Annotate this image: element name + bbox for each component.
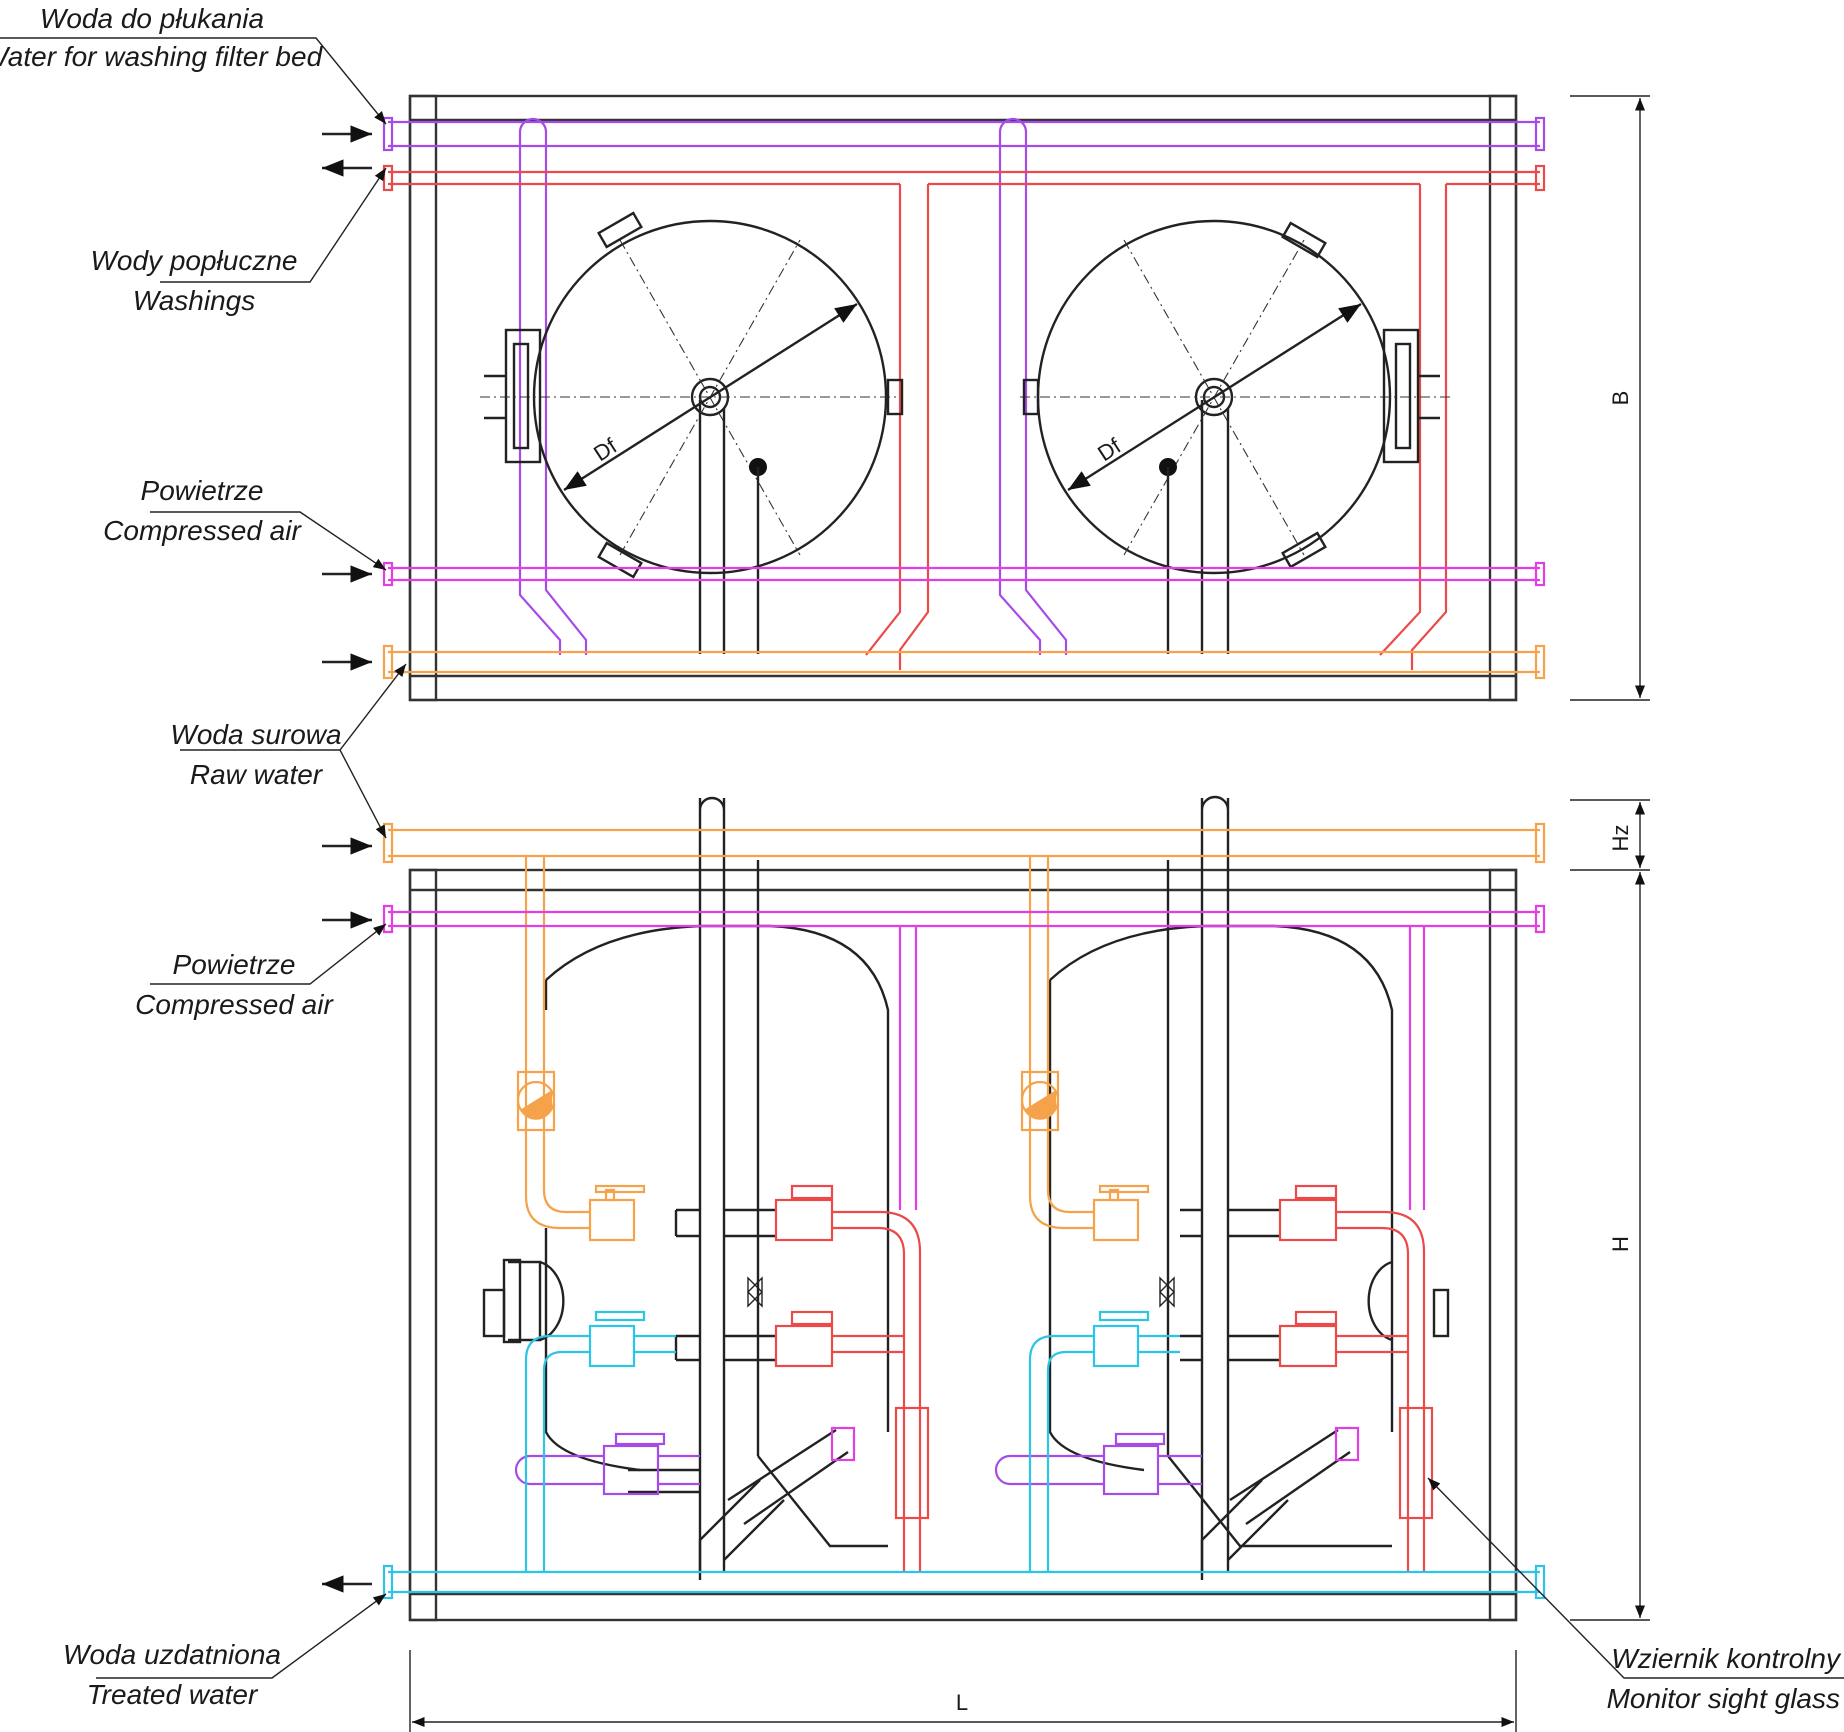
compressed-air-pipes-plan	[382, 561, 1546, 587]
label-air-top-en: Compressed air	[103, 515, 302, 546]
elevation-view: Hz H L	[382, 795, 1650, 1732]
label-washings-en: Washings	[133, 285, 255, 316]
dimension-l: L	[409, 1650, 1517, 1732]
washings-pipes-elevation	[774, 1184, 1434, 1572]
flow-arrows	[322, 125, 372, 1593]
label-air-top-pl: Powietrze	[141, 475, 264, 506]
filter-tank-right-plan	[1020, 219, 1450, 654]
dimension-b: B	[1570, 95, 1650, 701]
df-right-label: Df	[1093, 433, 1126, 466]
label-washings-pl: Wody popłuczne	[90, 245, 297, 276]
wash-water-pipes-elevation	[514, 1432, 1202, 1496]
dimension-h: H	[1570, 872, 1650, 1621]
df-left-label: Df	[589, 433, 622, 466]
label-wash-water-pl: Woda do płukania	[40, 3, 264, 34]
label-treated-pl: Woda uzdatniona	[63, 1639, 281, 1670]
label-treated-en: Treated water	[87, 1679, 259, 1710]
label-air-bottom-pl: Powietrze	[173, 949, 296, 980]
dimension-h-label: H	[1608, 1236, 1633, 1252]
plan-view: B	[382, 94, 1650, 702]
label-air-bottom-en: Compressed air	[135, 989, 334, 1020]
raw-water-pipes-plan	[382, 644, 1546, 680]
dimension-hz: Hz	[1570, 799, 1650, 871]
raw-water-pipes-elevation	[382, 822, 1546, 1242]
filter-tank-left-plan	[480, 211, 904, 654]
label-sight-en: Monitor sight glass	[1607, 1683, 1840, 1714]
compressed-air-pipes-elevation	[382, 904, 1546, 1462]
label-sight-pl: Wziernik kontrolny	[1611, 1643, 1842, 1674]
flow-labels: Woda do płukania Water for washing filte…	[0, 3, 1842, 1714]
label-raw-water-pl: Woda surowa	[170, 719, 341, 750]
filter-tank-right-elevation	[1048, 795, 1450, 1580]
label-wash-water-en: Water for washing filter bed	[0, 41, 324, 72]
leader-lines	[0, 37, 1844, 1679]
label-raw-water-en: Raw water	[190, 759, 324, 790]
dimension-l-label: L	[956, 1690, 968, 1715]
washings-pipes-plan	[382, 164, 1546, 670]
dimension-b-label: B	[1608, 391, 1633, 406]
treated-water-pipes-elevation	[382, 1310, 1546, 1600]
wash-water-pipes-plan	[382, 116, 1546, 655]
dimension-hz-label: Hz	[1608, 825, 1633, 852]
